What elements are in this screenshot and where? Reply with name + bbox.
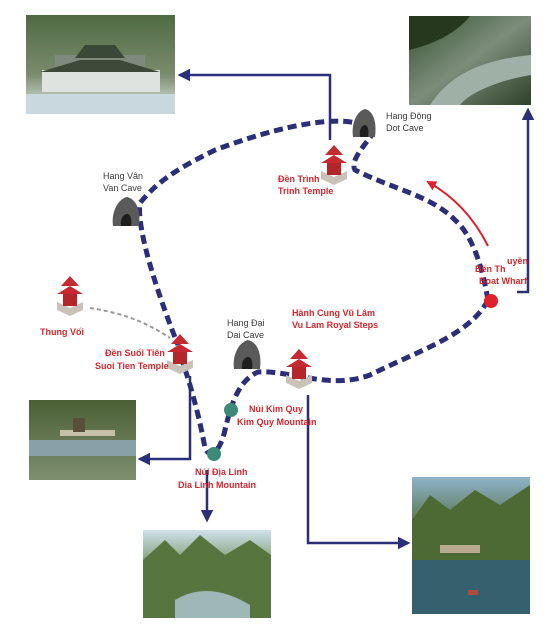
cave-icon[interactable] [352, 109, 376, 137]
cave-icon[interactable] [233, 340, 261, 369]
label-nui-dia-linh: Núi Địa Linh Dia Linh Mountain [178, 467, 256, 490]
photo-bridge-left [29, 400, 136, 480]
svg-text:Đền Trình: Đền Trình [278, 174, 320, 184]
photo-valley-bottom [143, 530, 271, 618]
svg-text:Suoi Tien Temple: Suoi Tien Temple [95, 361, 169, 371]
direction-arrow [426, 181, 489, 247]
svg-text:Boat Wharf: Boat Wharf [479, 276, 528, 286]
wharf-marker-icon[interactable] [484, 294, 498, 308]
temple-icon[interactable] [57, 276, 83, 316]
label-den-suoi-tien: Đền Suối Tiên Suoi Tien Temple [95, 348, 169, 371]
connector-to-bridge-photo [137, 376, 192, 466]
label-hanh-cung: Hành Cung Vũ Lâm Vu Lam Royal Steps [292, 308, 378, 330]
connector-to-lake-photo [306, 395, 411, 550]
label-hang-dot: Hang Động Dot Cave [386, 111, 432, 133]
connector-to-temple-photo [177, 68, 332, 140]
temple-icon[interactable] [286, 349, 312, 389]
label-hang-van: Hang Vân Van Cave [103, 171, 143, 193]
svg-text:Thung Vối: Thung Vối [40, 327, 84, 337]
label-nui-kim-quy: Núi Kim Quy Kim Quy Mountain [237, 404, 317, 427]
svg-text:Núi Kim Quy: Núi Kim Quy [249, 404, 303, 414]
svg-text:Hành Cung Vũ Lâm: Hành Cung Vũ Lâm [292, 308, 375, 318]
trail-thung-voi [89, 307, 171, 339]
photo-lake-bottom-right [412, 477, 530, 614]
label-hang-dai: Hang Đại Dai Cave [227, 318, 265, 340]
temple-icon[interactable] [321, 145, 347, 185]
label-ben-thuyen: Bến Th uyền Boat Wharf [475, 256, 528, 286]
connector-lines [137, 68, 535, 550]
mountain-marker-icon[interactable] [224, 403, 238, 417]
svg-text:Kim Quy Mountain: Kim Quy Mountain [237, 417, 317, 427]
svg-text:Dai Cave: Dai Cave [227, 330, 264, 340]
svg-text:Vu Lam Royal Steps: Vu Lam Royal Steps [292, 320, 378, 330]
photo-river-top-right [409, 16, 531, 105]
svg-text:Bến Th: Bến Th [475, 264, 506, 274]
temple-icon[interactable] [167, 334, 193, 374]
route-lower-loop [175, 298, 491, 456]
svg-text:Hang Động: Hang Động [386, 111, 432, 121]
svg-text:Hang Vân: Hang Vân [103, 171, 143, 181]
label-thung-voi: Thung Vối [40, 327, 84, 337]
svg-text:Núi Địa Linh: Núi Địa Linh [195, 467, 248, 477]
photo-temple-top-left [26, 15, 175, 114]
svg-text:Đền Suối Tiên: Đền Suối Tiên [105, 348, 165, 358]
label-den-trinh: Đền Trình Trinh Temple [278, 174, 333, 196]
connector-to-river-photo [517, 107, 535, 294]
cave-icon[interactable] [112, 197, 140, 226]
svg-text:uyền: uyền [507, 256, 528, 266]
mountain-marker-icon[interactable] [207, 447, 221, 461]
svg-text:Trinh Temple: Trinh Temple [278, 186, 333, 196]
svg-text:Van Cave: Van Cave [103, 183, 142, 193]
svg-text:Dot Cave: Dot Cave [386, 123, 424, 133]
svg-text:Hang Đại: Hang Đại [227, 318, 265, 328]
boat-routes [137, 118, 491, 456]
svg-text:Dia Linh Mountain: Dia Linh Mountain [178, 480, 256, 490]
